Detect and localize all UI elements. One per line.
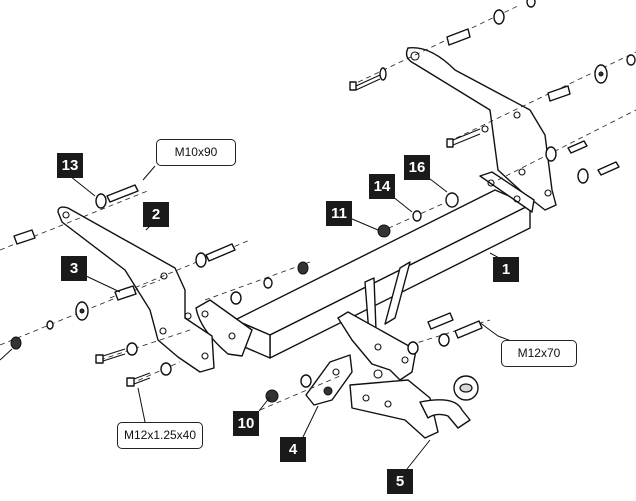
callout-13: 13 — [57, 153, 83, 178]
left-fasteners — [10, 184, 309, 387]
spec-label-m12x1-25x40: M12x1.25x40 — [117, 422, 203, 449]
right-side-bracket — [405, 46, 557, 211]
tow-ball-neck — [349, 369, 479, 439]
upper-right-fasteners — [349, 0, 636, 184]
callout-1: 1 — [493, 257, 519, 282]
callout-3: 3 — [61, 256, 87, 281]
callout-4: 4 — [280, 437, 306, 462]
callout-16: 16 — [404, 155, 430, 180]
callout-10: 10 — [233, 411, 259, 436]
callout-5: 5 — [387, 469, 413, 494]
spec-label-m12x70: M12x70 — [501, 340, 577, 367]
left-side-bracket — [57, 206, 215, 373]
callout-14: 14 — [369, 174, 395, 199]
callout-11: 11 — [326, 201, 352, 226]
callout-2: 2 — [143, 202, 169, 227]
socket-plate — [305, 354, 353, 406]
spec-label-m10x90: M10x90 — [156, 139, 236, 166]
